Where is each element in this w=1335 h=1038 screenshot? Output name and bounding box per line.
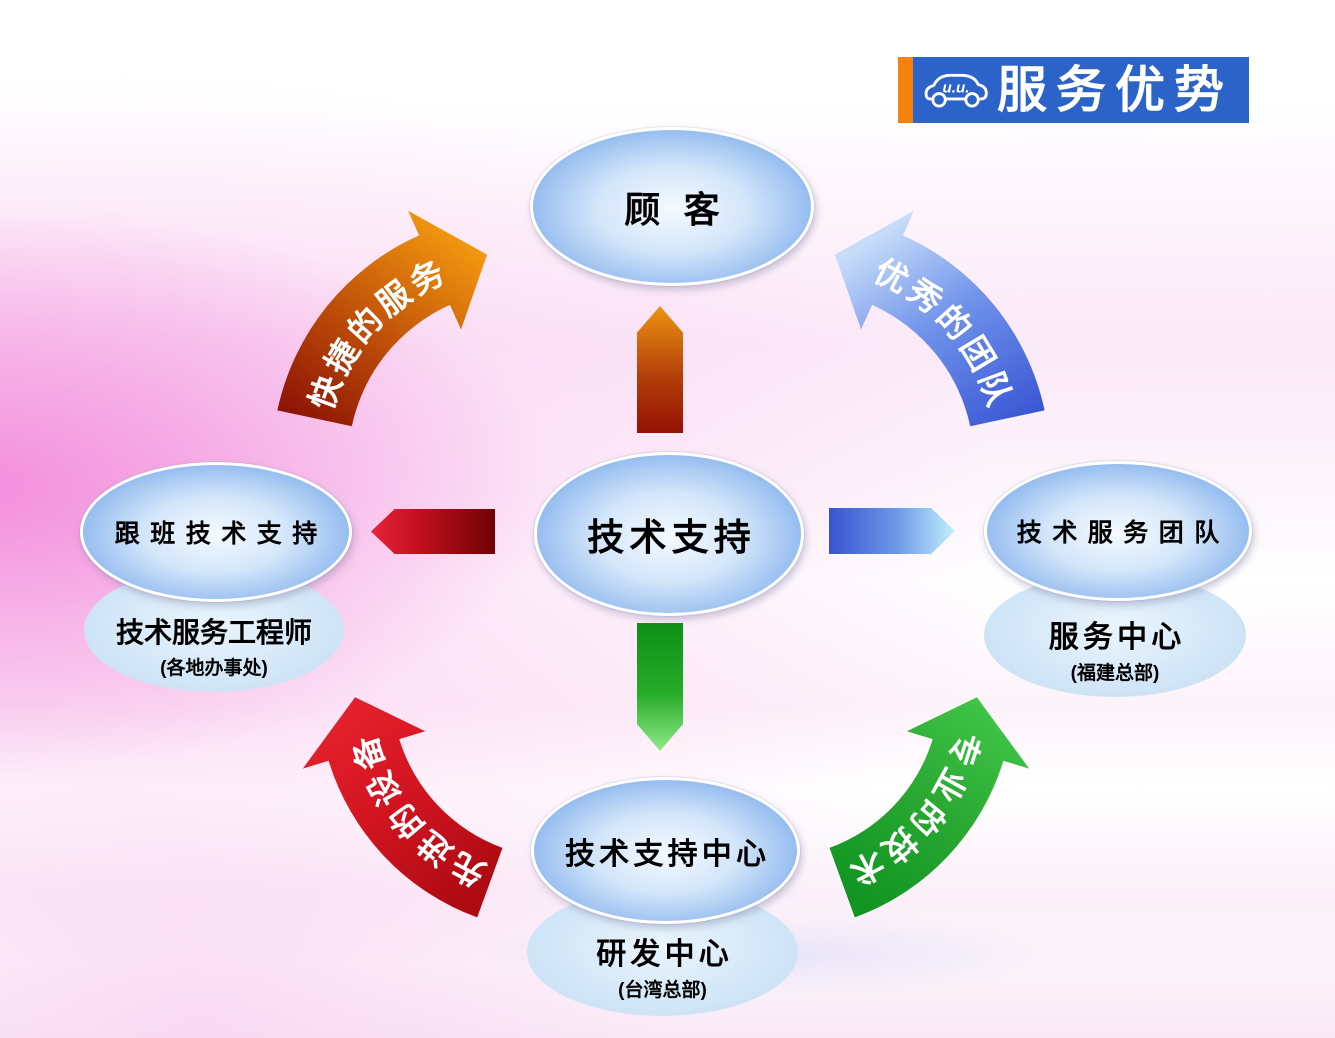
node-right-sub-note: (福建总部) [1070, 663, 1160, 684]
arrow-left-icon [371, 509, 495, 554]
curved-arrow-professional-technology [829, 697, 1030, 918]
node-left-sub-label: 技术服务工程师 [115, 617, 312, 648]
node-customer-label: 顾客 [624, 188, 744, 230]
header-banner: u.u. 服务优势 [898, 57, 1249, 123]
node-tech-service-team: 技术服务团队 [984, 461, 1252, 601]
node-onsite-tech-support: 跟班技术支持 [80, 462, 352, 602]
node-customer: 顾客 [530, 127, 814, 286]
curved-arrow-excellent-team [834, 210, 1045, 427]
header-accent-bar [898, 57, 913, 123]
curved-arrow-advanced-equipment [302, 697, 503, 918]
car-logo-text: u.u. [943, 80, 970, 97]
node-bottom-sub-note: (台湾总部) [618, 980, 707, 1001]
node-right-sub-label: 服务中心 [1048, 621, 1186, 654]
header-blue-panel: u.u. 服务优势 [913, 57, 1249, 123]
node-tech-service-team-label: 技术服务团队 [1016, 519, 1230, 547]
arrow-up-icon [637, 306, 683, 433]
arrow-down-icon [637, 623, 683, 751]
node-tech-support-center-label: 技术支持中心 [564, 837, 771, 871]
node-left-sub-note: (各地办事处) [160, 658, 268, 679]
node-onsite-tech-support-label: 跟班技术支持 [114, 520, 328, 548]
node-left-sub-ellipse: 技术服务工程师 (各地办事处) [84, 568, 344, 692]
car-logo-icon: u.u. [924, 73, 988, 108]
node-tech-support-label: 技术支持 [587, 517, 756, 558]
node-bottom-sub-label: 研发中心 [596, 938, 733, 971]
curved-arrow-fast-service [277, 210, 488, 427]
arrow-right-icon [829, 508, 955, 554]
node-tech-support-center: 技术支持中心 [531, 777, 800, 924]
page-title: 服务优势 [997, 62, 1233, 118]
node-tech-support: 技术支持 [534, 452, 804, 616]
